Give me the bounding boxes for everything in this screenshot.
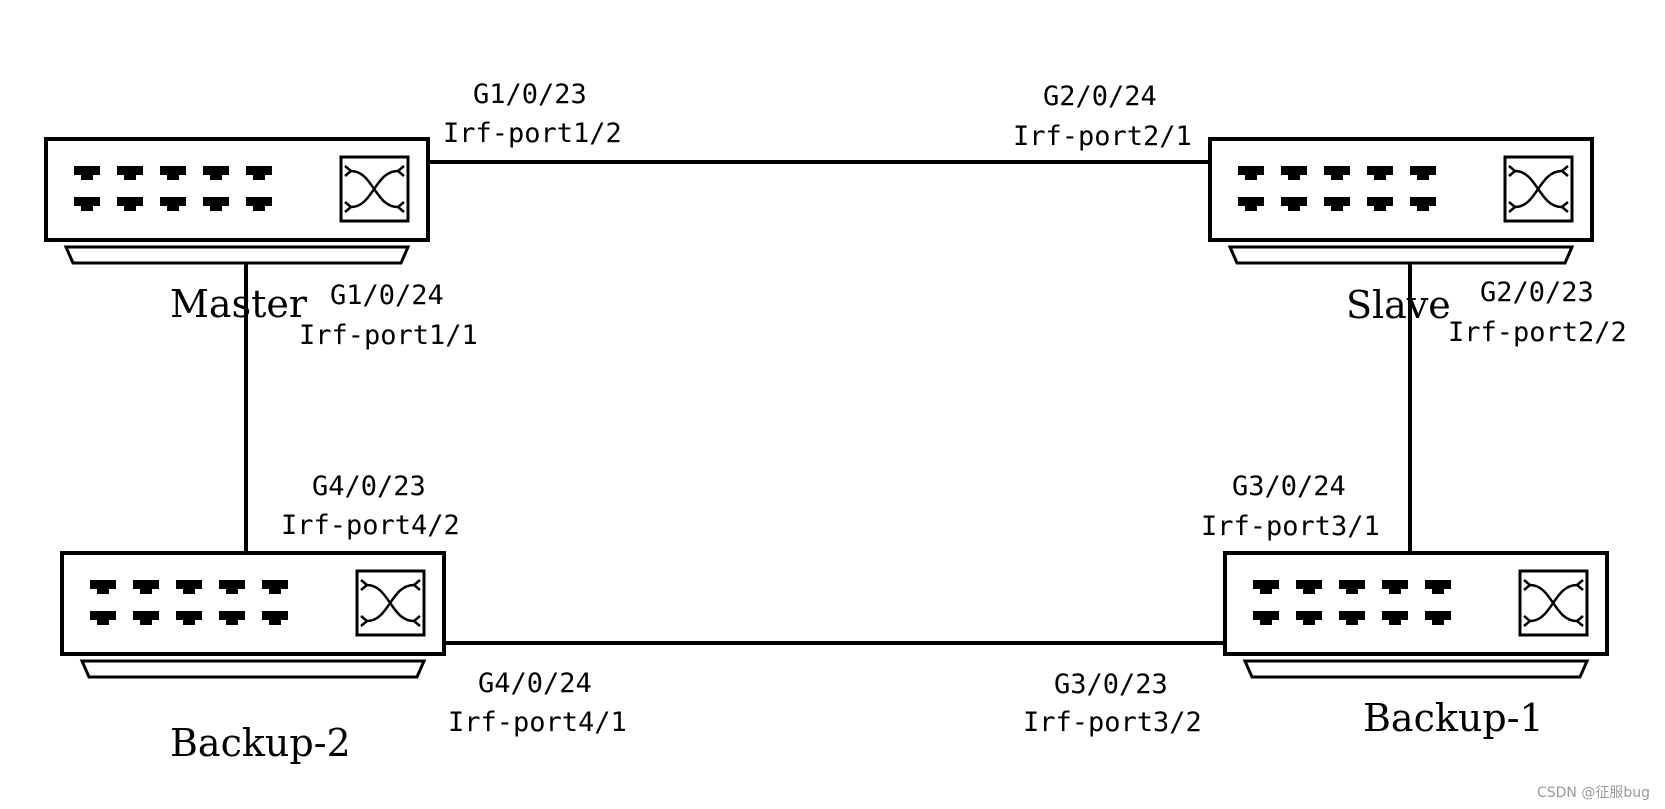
label-master-slave-slave-irf-port: Irf-port2/1 (1013, 121, 1192, 152)
switch-icon-slave (1208, 137, 1594, 265)
ethernet-port-icon (262, 611, 288, 625)
ethernet-port-icon (203, 197, 229, 211)
ethernet-port-icon (203, 166, 229, 180)
arrow-head-icon (360, 615, 369, 627)
ethernet-port-icon (1296, 611, 1322, 625)
ethernet-port-icon (117, 166, 143, 180)
arrow-head-icon (1560, 201, 1569, 213)
switch-base (1242, 659, 1590, 679)
arrow-head-icon (396, 201, 405, 213)
label-slave-backup1-backup1-irf-port: Irf-port3/1 (1201, 511, 1380, 542)
arrow-head-icon (396, 165, 405, 177)
device-name-backup1: Backup-1 (1363, 696, 1544, 740)
arrow-head-icon (1508, 165, 1517, 177)
ethernet-port-icon (1324, 166, 1350, 180)
ethernet-port-icon (1410, 197, 1436, 211)
ethernet-port-icon (160, 197, 186, 211)
ethernet-port-icon (1238, 197, 1264, 211)
label-slave-backup1-slave-interface: G2/0/23 (1480, 277, 1594, 308)
arrow-head-icon (1575, 579, 1584, 591)
arrow-head-icon (1560, 165, 1569, 177)
ethernet-port-icon (1281, 197, 1307, 211)
ethernet-port-icon (262, 580, 288, 594)
ethernet-port-icon (1382, 580, 1408, 594)
switch-base (63, 245, 411, 265)
ethernet-port-icon (1339, 611, 1365, 625)
arrow-head-icon (1523, 615, 1532, 627)
crossover-line (1529, 583, 1578, 623)
ethernet-port-icon (1425, 580, 1451, 594)
label-master-backup2-backup2-interface: G4/0/23 (312, 471, 426, 502)
ethernet-port-icon (1425, 611, 1451, 625)
ethernet-port-icon (1339, 580, 1365, 594)
device-name-backup2: Backup-2 (170, 721, 351, 765)
switch-base (79, 659, 427, 679)
ethernet-port-icon (117, 197, 143, 211)
ethernet-port-icon (246, 197, 272, 211)
arrow-head-icon (412, 579, 421, 591)
device-name-master: Master (170, 282, 308, 326)
ethernet-port-icon (1253, 580, 1279, 594)
arrow-head-icon (412, 615, 421, 627)
ethernet-port-icon (1253, 611, 1279, 625)
label-master-backup2-master-interface: G1/0/24 (330, 280, 444, 311)
ethernet-port-icon (1324, 197, 1350, 211)
ethernet-port-icon (176, 611, 202, 625)
crossover-line (366, 583, 415, 623)
arrow-head-icon (360, 579, 369, 591)
ethernet-port-icon (1410, 166, 1436, 180)
switch-base (1227, 245, 1575, 265)
ethernet-port-icon (160, 166, 186, 180)
ethernet-port-icon (74, 197, 100, 211)
crossover-line (1514, 169, 1563, 209)
ethernet-port-icon (90, 611, 116, 625)
ethernet-port-icon (219, 611, 245, 625)
ethernet-port-icon (1238, 166, 1264, 180)
label-slave-backup1-slave-irf-port: Irf-port2/2 (1448, 317, 1627, 348)
label-backup2-backup1-backup2-interface: G4/0/24 (478, 668, 592, 699)
ethernet-port-icon (133, 611, 159, 625)
ethernet-port-icon (1367, 197, 1393, 211)
ethernet-port-icon (133, 580, 159, 594)
ethernet-port-icon (90, 580, 116, 594)
arrow-head-icon (344, 201, 353, 213)
crossover-box (1518, 569, 1589, 637)
ethernet-port-icon (74, 166, 100, 180)
switch-icon-master (44, 137, 430, 265)
arrow-head-icon (344, 165, 353, 177)
label-backup2-backup1-backup2-irf-port: Irf-port4/1 (448, 707, 627, 738)
label-master-backup2-backup2-irf-port: Irf-port4/2 (281, 510, 460, 541)
arrow-head-icon (1575, 615, 1584, 627)
label-master-backup2-master-irf-port: Irf-port1/1 (299, 320, 478, 351)
ethernet-port-icon (246, 166, 272, 180)
label-master-slave-master-irf-port: Irf-port1/2 (443, 118, 622, 149)
device-name-slave: Slave (1346, 283, 1451, 327)
ethernet-port-icon (1281, 166, 1307, 180)
label-slave-backup1-backup1-interface: G3/0/24 (1232, 471, 1346, 502)
arrow-head-icon (1508, 201, 1517, 213)
switch-icon-backup1 (1223, 551, 1609, 679)
label-backup2-backup1-backup1-irf-port: Irf-port3/2 (1023, 707, 1202, 738)
label-master-slave-slave-interface: G2/0/24 (1043, 81, 1157, 112)
switch-icon-backup2 (60, 551, 446, 679)
label-backup2-backup1-backup1-interface: G3/0/23 (1054, 669, 1168, 700)
ethernet-port-icon (219, 580, 245, 594)
ethernet-port-icon (1367, 166, 1393, 180)
ethernet-port-icon (176, 580, 202, 594)
label-master-slave-master-interface: G1/0/23 (473, 79, 587, 110)
watermark: CSDN @征服bug (1537, 785, 1650, 801)
arrow-head-icon (1523, 579, 1532, 591)
ethernet-port-icon (1382, 611, 1408, 625)
crossover-line (350, 169, 399, 209)
ethernet-port-icon (1296, 580, 1322, 594)
